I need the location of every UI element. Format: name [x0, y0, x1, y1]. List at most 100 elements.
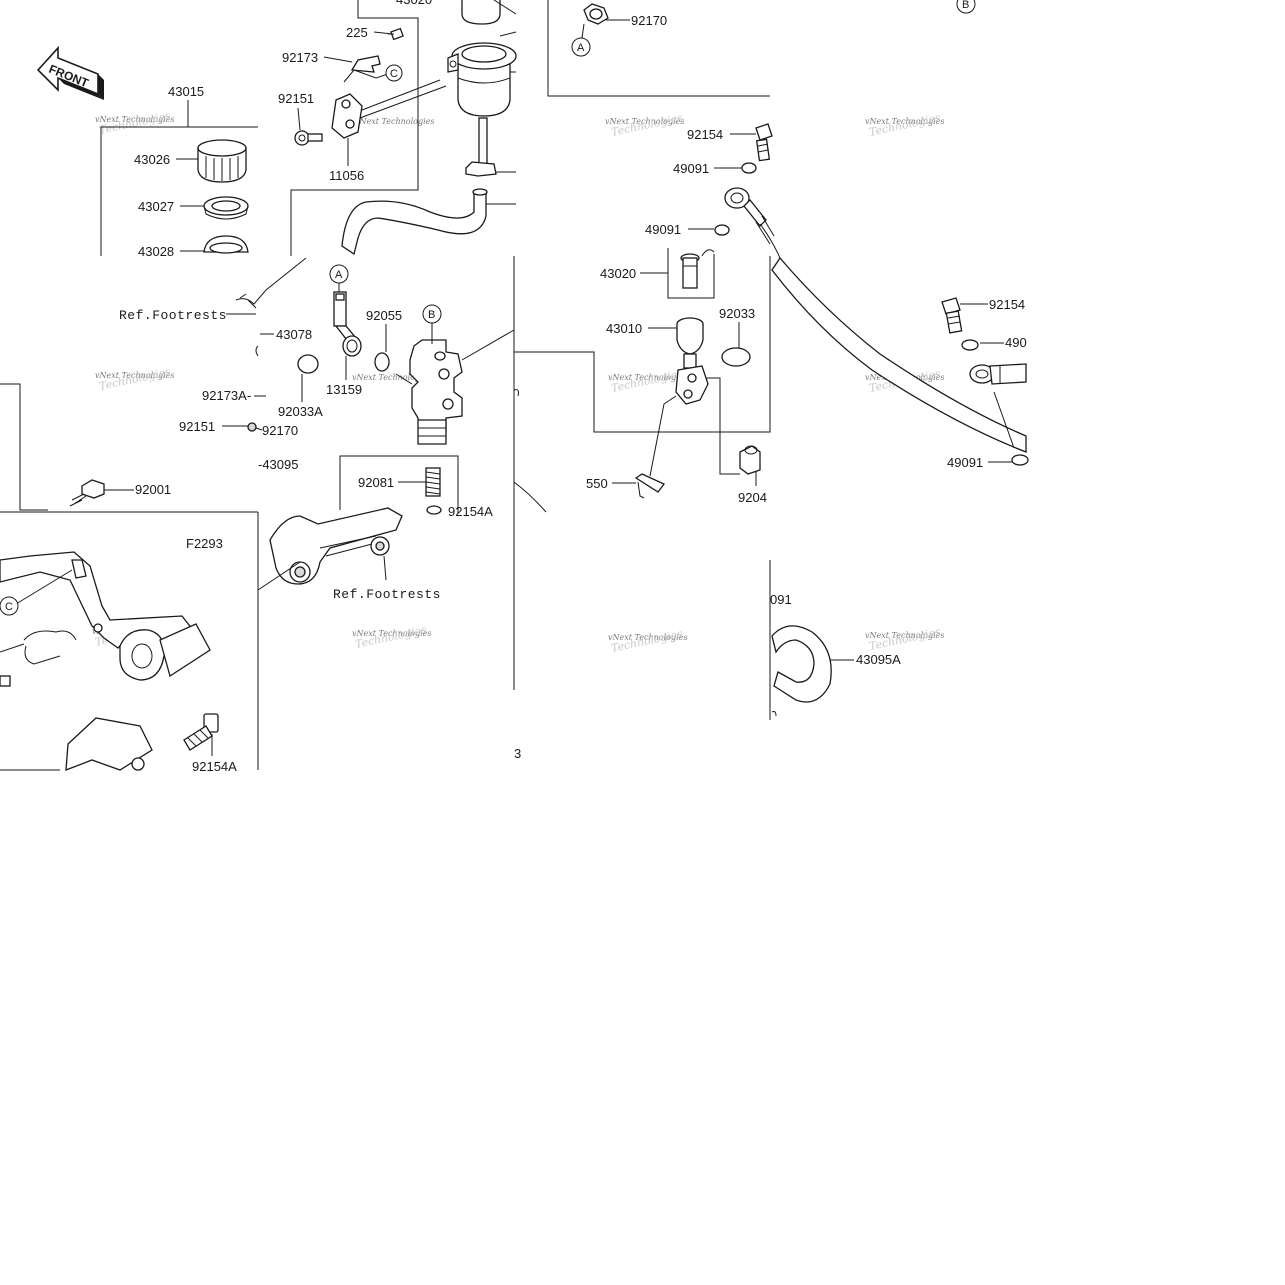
watermark: vNext Technologies: [95, 371, 174, 380]
callout-c: [385, 64, 403, 82]
brake-hose-group: 92154 49091 49091 43020: [600, 123, 775, 299]
fitting-43020: [680, 249, 715, 289]
part-label-11056: 11056: [329, 168, 364, 183]
lower-left-fasteners: 92173A- 92151 92170 -43095 92001: [0, 383, 298, 513]
callout-a-2: [571, 37, 591, 57]
callout-b-2: [956, 0, 976, 14]
bolt-225: [388, 27, 404, 41]
banjo-fitting: [724, 187, 775, 245]
bolt-small: [0, 675, 11, 687]
watermark: vNext Technologies: [608, 373, 687, 382]
ref-footrests-1: Ref.Footrests: [119, 308, 227, 323]
watermark: Technologies: [868, 625, 942, 653]
bracket-11056: [331, 79, 447, 139]
part-label-92154-b: 92154: [989, 297, 1025, 312]
master-cylinder: B: [395, 304, 515, 445]
part-label-490: 490: [1005, 335, 1027, 350]
part-label-92033: 92033: [719, 306, 755, 321]
bolt-92154a: [183, 713, 219, 751]
pushrod-group: Ref.Footrests 43078 A 13159 92033A 92055: [119, 257, 402, 419]
page-number: 3: [514, 746, 521, 761]
watermark: Technologies: [98, 109, 172, 137]
master-cylinder-43010: 43010 92033 550 9204: [514, 256, 771, 505]
o-ring-92055: [374, 352, 390, 372]
watermark: vNext Technologies: [352, 629, 431, 638]
part-label-091: 091: [770, 592, 792, 607]
banjo-bolt-92154-a: [755, 123, 773, 162]
part-label-92033a: 92033A: [278, 404, 323, 419]
watermark: Technologies: [354, 623, 428, 651]
hose-fitting: [333, 284, 357, 345]
reservoir-plate: [203, 196, 249, 220]
watermark: vNext Technologies: [355, 117, 434, 126]
clamp-92173: [350, 55, 381, 73]
cotter-pin-550: [634, 473, 666, 493]
part-label-43027: 43027: [138, 199, 174, 214]
part-label-92151-mid: 92151: [179, 419, 215, 434]
part-label-43095a: 43095A: [856, 652, 901, 667]
pin-9204: [739, 445, 761, 475]
part-label-92151-top: 92151: [278, 91, 314, 106]
callout-b-2-label: B: [962, 0, 969, 11]
callout-c-2: [0, 596, 19, 616]
watermark: vNext Technologies: [865, 631, 944, 640]
part-label-92001: 92001: [135, 482, 171, 497]
part-label-92173: 92173: [282, 50, 318, 65]
part-label-92173a: 92173A-: [202, 388, 251, 403]
part-label-92154a-partial: 92154A: [448, 504, 493, 519]
part-label-43026: 43026: [134, 152, 170, 167]
front-arrow-icon: FRONT: [36, 45, 104, 100]
ref-footrests-2: Ref.Footrests: [333, 587, 441, 602]
callout-a-2-label: A: [577, 42, 585, 54]
watermark: Technologies: [868, 111, 942, 139]
washer-49091-a: [741, 162, 757, 174]
callout-c-2-label: C: [5, 601, 13, 613]
reservoir-cap-group: 43015 43026 43027 43028: [100, 84, 258, 259]
watermark: vNext Technologies: [865, 117, 944, 126]
part-label-550: 550: [586, 476, 608, 491]
cylinder-43010: [675, 317, 709, 405]
part-label-43010: 43010: [606, 321, 642, 336]
center-bottom: 3: [513, 256, 547, 761]
reservoir-diaphragm: [203, 235, 249, 254]
part-label-43028: 43028: [138, 244, 174, 259]
part-label-92055: 92055: [366, 308, 402, 323]
watermark: Technologies: [610, 367, 684, 395]
part-label-43095: -43095: [258, 457, 298, 472]
reservoir-cap: [197, 139, 247, 183]
washer-49091-b: [714, 224, 730, 236]
sleeve-13159: [342, 335, 362, 357]
banjo-fitting-2: [969, 363, 1027, 385]
watermark: vNext Technologies: [95, 115, 174, 124]
part-label-43020-top: 43020: [396, 0, 432, 7]
part-label-92081: 92081: [358, 475, 394, 490]
part-label-43015: 43015: [168, 84, 204, 99]
clip-92170: [247, 422, 257, 432]
spring-group: 92081 92154A: [339, 455, 493, 519]
watermark: vNext Technologies: [608, 633, 687, 642]
part-label-92154a: 92154A: [192, 759, 237, 774]
watermark: vNext Technologies: [352, 373, 431, 382]
part-label-13159: 13159: [326, 382, 362, 397]
callout-a-label: A: [335, 269, 343, 281]
brake-pedal: Ref.Footrests: [257, 507, 441, 602]
diagram-code: F2293: [186, 536, 223, 551]
part-label-49091-b: 49091: [645, 222, 681, 237]
part-label-92170-top: 92170: [631, 13, 667, 28]
spring-92081: [425, 467, 441, 497]
bracket-group: 43020 225 92173 C 11056: [278, 0, 447, 256]
washer-490: [961, 339, 979, 351]
callout-a: [329, 264, 349, 284]
right-hose-group: 92154 490 49091: [759, 223, 1029, 470]
part-label-49091-c: 49091: [947, 455, 983, 470]
footrest-assembly: F2293 C 92154A: [0, 512, 259, 774]
part-label-92154-a: 92154: [687, 127, 723, 142]
watermark: vNext Technologies: [605, 117, 684, 126]
callout-c-label: C: [390, 68, 398, 80]
circlip-92033: [721, 347, 751, 367]
part-label-43020: 43020: [600, 266, 636, 281]
washer-49091-c: [1011, 454, 1029, 466]
part-label-9204: 9204: [738, 490, 767, 505]
screw-92151: [294, 130, 323, 146]
